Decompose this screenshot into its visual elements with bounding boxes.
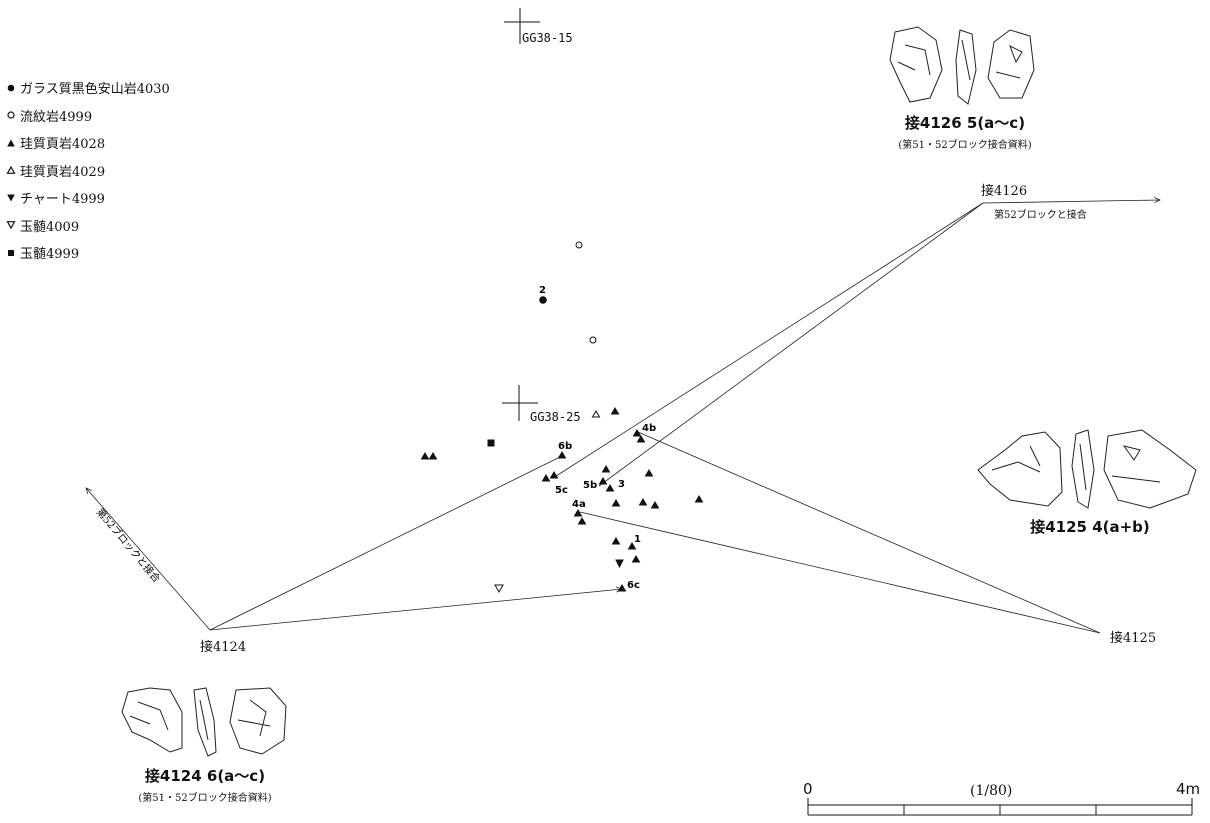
caption-sub-4124: (第51・52ブロック接合資料) (138, 793, 272, 804)
legend-label: チャート4999 (20, 192, 105, 208)
point-label: 2 (539, 285, 546, 296)
legend-item-glassy-andesite: ガラス質黒色安山岩4030 (6, 74, 170, 102)
artifact-sketch-4125 (977, 429, 1197, 509)
point-triangle-up-open (591, 410, 601, 418)
join-line-4125-a (637, 431, 1101, 634)
square-filled-icon (8, 249, 14, 256)
point-label: 6c (627, 580, 640, 591)
grid-cross-middle (502, 385, 538, 421)
point-label: 6b (558, 441, 572, 452)
grid-cross-top (504, 8, 540, 44)
point-triangle-down-open (494, 584, 504, 594)
circle-filled-icon (7, 84, 15, 92)
scale-zero: 0 (803, 780, 813, 798)
legend-label: 珪質頁岩4028 (20, 137, 106, 153)
legend-label: 玉髄4999 (20, 247, 80, 263)
legend-label: 流紋岩4999 (20, 109, 93, 125)
point-triangle-down-filled (615, 559, 624, 569)
point-label: 5c (555, 485, 568, 496)
join-line-4126-ext (982, 200, 1160, 204)
join-label-4125: 接4125 (1110, 631, 1157, 646)
point-circle-filled (539, 296, 547, 304)
point-label: 4b (642, 423, 656, 434)
caption-title-4126: 接4126 5(a〜c) (904, 114, 1026, 132)
legend-item-siliceous-shale-4028: 珪質頁岩4028 (6, 129, 170, 157)
join-line-4124-b (209, 589, 622, 631)
point-circle-open (589, 336, 597, 344)
join-label-4126: 接4126 (981, 184, 1028, 199)
scale-bar (807, 798, 1193, 816)
join-note-4126: 第52ブロックと接合 (994, 210, 1087, 221)
artifact-sketch-4124 (121, 687, 287, 757)
join-line-4126-a (552, 202, 984, 479)
grid-label-top: GG38-15 (522, 31, 573, 45)
legend-item-rhyolite: 流紋岩4999 (6, 102, 170, 130)
join-label-4124: 接4124 (200, 640, 247, 655)
join-line-4126-b (598, 202, 984, 487)
triangle-up-open-icon (6, 166, 16, 175)
triangle-down-open-icon (6, 221, 16, 230)
caption-title-4124: 接4124 6(a〜c) (144, 767, 266, 785)
legend-label: ガラス質黒色安山岩4030 (20, 82, 170, 98)
legend: ガラス質黒色安山岩4030 流紋岩4999 珪質頁岩4028 珪質頁岩4029 … (6, 74, 170, 267)
point-circle-open (575, 241, 583, 249)
join-line-4124-a (209, 455, 563, 631)
point-label: 1 (634, 534, 641, 545)
grid-label-middle: GG38-25 (530, 410, 581, 424)
circle-open-icon (7, 111, 15, 119)
scale-ratio: (1/80) (970, 783, 1013, 799)
point-square-filled (487, 439, 495, 447)
artifact-sketch-4126 (889, 26, 1035, 105)
legend-item-chalcedony-4009: 玉髄4009 (6, 212, 170, 240)
legend-label: 玉髄4009 (20, 219, 80, 235)
legend-item-siliceous-shale-4029: 珪質頁岩4029 (6, 157, 170, 185)
triangle-up-filled-icon (7, 139, 15, 147)
legend-item-chalcedony-4999: 玉髄4999 (6, 239, 170, 267)
point-label: 4a (572, 499, 586, 510)
join-line-4125-b (579, 511, 1101, 634)
join-note-4124: 第52ブロックと接合 (94, 506, 164, 585)
point-label: 3 (618, 479, 625, 490)
caption-title-4125: 接4125 4(a+b) (1030, 518, 1150, 536)
caption-sub-4126: (第51・52ブロック接合資料) (898, 140, 1032, 151)
triangle-down-filled-icon (7, 194, 15, 202)
siliceous-shale-points (420, 407, 704, 592)
legend-label: 珪質頁岩4029 (20, 164, 106, 180)
point-label: 5b (583, 480, 597, 491)
scale-end: 4m (1176, 780, 1201, 798)
legend-item-chert: チャート4999 (6, 184, 170, 212)
join-line-4124-ext (86, 488, 211, 631)
